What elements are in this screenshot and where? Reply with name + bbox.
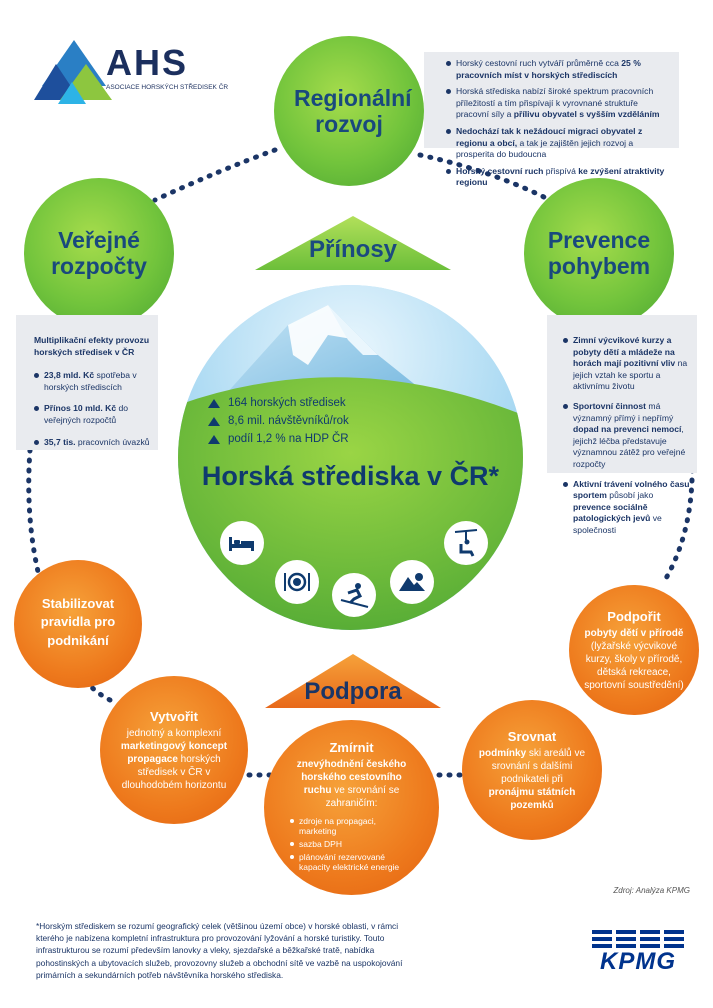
reduce-title: Zmírnit — [329, 740, 374, 755]
create-title: Vytvořit — [150, 708, 198, 724]
kpmg-text: KPMG — [600, 948, 676, 975]
stats-list: 164 horských středisek 8,6 mil. návštěvn… — [208, 397, 349, 451]
align-title: Srovnat — [507, 728, 557, 744]
source-note: Zdroj: Analýza KPMG — [613, 886, 690, 895]
reduce-item: zdroje na propagaci, marketing — [290, 816, 413, 836]
public-budgets-circle: Veřejné rozpočty — [24, 178, 174, 328]
prevention-circle: Prevence pohybem — [524, 178, 674, 328]
regional-development-title: Regionální rozvoj — [294, 84, 412, 137]
mountain-sun-icon — [390, 560, 434, 604]
budgets-item-3: 35,7 tis. pracovních úvazků — [34, 437, 150, 449]
regional-development-circle: Regionální rozvoj — [274, 36, 424, 186]
stat-row: 8,6 mil. návštěvníků/rok — [208, 415, 349, 427]
reduce-circle: Zmírnit znevýhodnění českého horského ce… — [264, 720, 439, 895]
center-title: Horská střediska v ČR* — [201, 461, 500, 491]
triangle-bullet-icon — [208, 398, 220, 408]
regional-item-4: Horský cestovní ruch přispívá ke zvýšení… — [446, 166, 671, 189]
create-text: jednotný a komplexní marketingový koncep… — [120, 727, 228, 791]
bed-icon — [220, 521, 264, 565]
promote-title: Podpořit — [607, 608, 661, 624]
reduce-list: zdroje na propagaci, marketing sazba DPH… — [290, 816, 413, 875]
stabilize-circle: Stabilizovat pravidla pro podnikání — [14, 560, 142, 688]
reduce-item: sazba DPH — [290, 839, 413, 849]
promote-circle: Podpořit pobyty dětí v přírodě (lyžařské… — [569, 585, 699, 715]
ahs-logo-text: AHS — [106, 42, 189, 83]
kpmg-squares-icon — [592, 930, 684, 948]
triangle-bullet-icon — [208, 434, 220, 444]
stabilize-title: Stabilizovat pravidla pro podnikání — [40, 596, 116, 648]
align-text: podmínky ski areálů ve srovnání s dalším… — [478, 747, 586, 811]
stat-row: 164 horských středisek — [208, 397, 349, 409]
kpmg-logo: KPMG — [588, 928, 688, 978]
ski-icon — [332, 573, 376, 617]
create-circle: Vytvořit jednotný a komplexní marketingo… — [100, 676, 248, 824]
prevention-title: Prevence pohybem — [547, 226, 651, 279]
promote-text: pobyty dětí v přírodě (lyžařské výcvikov… — [584, 627, 684, 691]
regional-item-3: Nedochází tak k nežádoucí migraci obyvat… — [446, 126, 671, 161]
ahs-logo-subtitle: ASOCIACE HORSKÝCH STŘEDISEK ČR — [106, 84, 229, 91]
budgets-item-2: Přínos 10 mld. Kč do veřejných rozpočtů — [34, 403, 150, 426]
prevention-info-box: Zimní výcvikové kurzy a pobyty dětí a ml… — [547, 315, 697, 535]
regional-item-2: Horská střediska nabízí široké spektrum … — [446, 86, 671, 121]
mountain-scene — [178, 285, 523, 630]
prevention-item-3: Aktivní trávení volného času sportem půs… — [563, 479, 691, 537]
public-budgets-title: Veřejné rozpočty — [51, 226, 147, 279]
ahs-logo: AHS ASOCIACE HORSKÝCH STŘEDISEK ČR — [34, 38, 228, 108]
prevention-item-1: Zimní výcvikové kurzy a pobyty dětí a ml… — [563, 335, 691, 393]
budgets-info-box: Multiplikační efekty provozu horských st… — [16, 315, 158, 450]
triangle-bullet-icon — [208, 416, 220, 426]
reduce-text: znevýhodnění českého horského cestovního… — [296, 759, 407, 809]
center-circle: 164 horských středisek 8,6 mil. návštěvn… — [178, 285, 523, 630]
support-triangle — [265, 654, 441, 708]
budgets-item-1: 23,8 mld. Kč spotřeba v horských středis… — [34, 370, 150, 393]
regional-info-box: Horský cestovní ruch vytváří průměrně cc… — [424, 52, 679, 187]
reduce-item: plánování rezervované kapacity elektrick… — [290, 852, 413, 872]
benefits-triangle — [255, 216, 451, 270]
dining-icon — [275, 560, 319, 604]
align-circle: Srovnat podmínky ski areálů ve srovnání … — [462, 700, 602, 840]
ahs-logo-mark-icon — [34, 40, 112, 104]
prevention-item-2: Sportovní činnost má významný přímý i ne… — [563, 401, 691, 471]
benefits-heading: Přínosy — [308, 236, 398, 263]
support-heading: Podpora — [304, 678, 402, 705]
chairlift-icon — [444, 521, 488, 565]
budgets-lead: Multiplikační efekty provozu horských st… — [34, 335, 150, 357]
footnote: *Horským střediskem se rozumí geografick… — [36, 921, 403, 980]
regional-item-1: Horský cestovní ruch vytváří průměrně cc… — [446, 58, 671, 81]
stat-row: podíl 1,2 % na HDP ČR — [208, 433, 349, 445]
